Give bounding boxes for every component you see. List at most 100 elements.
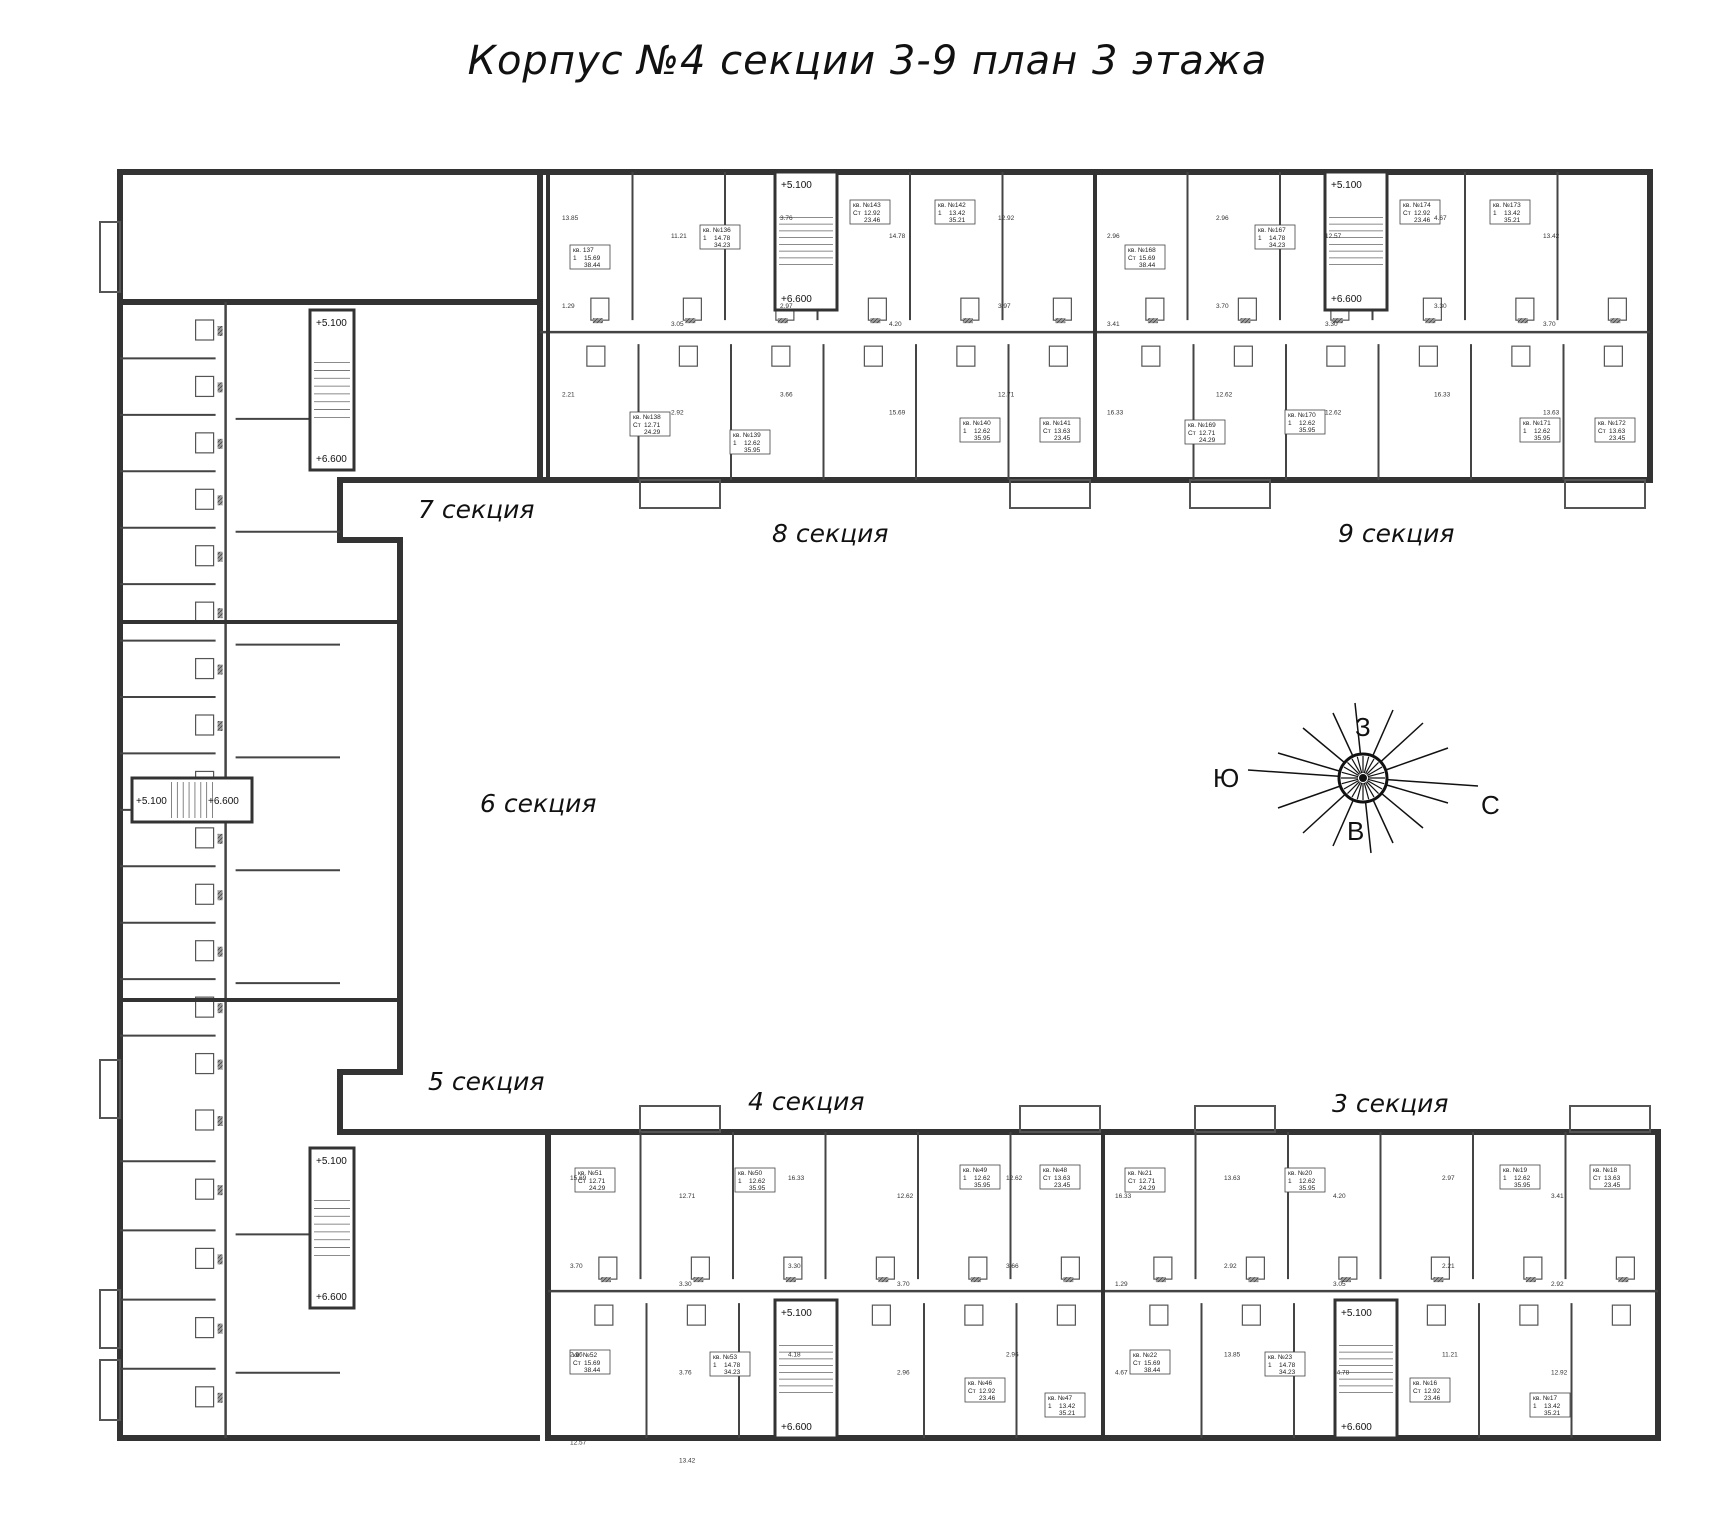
shaft [217,495,223,506]
apartment-living-area: 14.78 [1279,1362,1296,1369]
room-area-label: 3.70 [570,1263,583,1270]
stair-level-label: +5.100 [316,318,347,329]
room-area-label: 3.05 [1333,1281,1346,1288]
apartment-number: кв. №141 [1043,420,1071,427]
apartment-total-area: 35.95 [744,447,761,454]
room-area-label: 12.62 [1325,409,1342,416]
apartment-rooms: Ст [1128,255,1136,262]
apartment-rooms: 1 [1503,1175,1507,1182]
apartment-rooms: 1 [1523,428,1527,435]
apartment-living-area: 13.63 [1054,428,1071,435]
bathroom [195,883,215,905]
apartment-total-area: 34.23 [714,242,731,249]
apartment-rooms: 1 [1288,1178,1292,1185]
shaft [1618,1277,1629,1283]
room-area-label: 13.63 [1224,1175,1241,1182]
room-area-label: 2.92 [1551,1281,1564,1288]
apartment-total-area: 23.46 [864,217,881,224]
interior-walls [120,172,1658,1438]
bathroom [594,1304,614,1326]
apartment-living-area: 12.92 [979,1388,996,1395]
stairwell: +5.100+6.600 [773,1298,839,1440]
apartment-rooms: 1 [1048,1403,1052,1410]
room-area-label: 3.30 [1325,321,1338,328]
room-area-label: 3.70 [897,1281,910,1288]
bathroom [195,319,215,341]
room-area-label: 15.69 [570,1175,587,1182]
apartment-number: кв. №46 [968,1380,992,1387]
apartment-living-area: 12.71 [1199,430,1216,437]
apartment-living-area: 12.71 [644,422,661,429]
apartment-total-area: 35.21 [1544,1410,1561,1417]
stair-level-label: +6.600 [781,294,812,305]
room-area-label: 2.92 [671,409,684,416]
shaft [1155,1277,1166,1283]
apartment-rooms: Ст [578,1178,586,1185]
room-area-label: 11.21 [1442,1351,1458,1358]
shaft [217,1323,223,1334]
bathroom [195,601,215,623]
apartment-living-area: 12.62 [744,440,761,447]
room-area-label: 2.96 [897,1369,910,1376]
room-area-label: 12.92 [1551,1369,1568,1376]
section-label-4: 4 секция [748,1087,864,1116]
apartment-total-area: 24.29 [589,1185,606,1192]
room-area-label: 16.33 [788,1175,805,1182]
stair-level-label: +5.100 [781,1308,812,1319]
compass-rose: З В Ю С [1213,702,1500,854]
bathroom [960,297,980,321]
apartment-total-area: 38.44 [1139,262,1156,269]
apartment-living-area: 13.42 [1544,1403,1561,1410]
bathroom [863,345,883,367]
bathroom [1603,345,1623,367]
apartment-living-area: 15.69 [584,1360,601,1367]
apartment-total-area: 35.95 [1299,427,1316,434]
apartment-total-area: 35.95 [1299,1185,1316,1192]
apartment-total-area: 35.21 [949,217,966,224]
apartment-number: кв. №143 [853,202,881,209]
room-area-label: 2.97 [780,303,793,310]
bathroom [956,345,976,367]
section-label-3: 3 секция [1332,1089,1448,1118]
apartment-rooms: 1 [733,440,737,447]
shaft [693,1277,704,1283]
stairwell: +5.100 +6.600 [1323,170,1389,312]
apartment-total-area: 35.95 [974,1182,991,1189]
shaft [217,1185,223,1196]
apartment-rooms: Ст [853,210,861,217]
apartment-total-area: 35.95 [1514,1182,1531,1189]
bathroom [195,657,215,680]
bathroom [195,1052,215,1075]
apartment-number: кв. №50 [738,1170,762,1177]
wing-inner [337,302,548,1135]
shaft [785,1277,796,1283]
stair-level-label: +5.100 [316,1156,347,1167]
apartment-living-area: 12.92 [1414,210,1431,217]
stair-level-label: +5.100 [1331,180,1362,191]
bathroom [686,1304,706,1326]
shaft [217,382,223,393]
shaft [217,551,223,562]
apartment-number: кв. №138 [633,414,661,421]
bathroom [1515,297,1535,321]
apartment-number: кв. №136 [703,227,731,234]
shaft [1433,1277,1444,1283]
room-area-label: 3.05 [671,321,684,328]
compass-east-label: С [1481,790,1500,820]
shaft [217,1003,223,1014]
stair-level-label: +6.600 [1331,294,1362,305]
stair-level-label: +6.600 [316,1292,347,1303]
bathroom [195,827,215,849]
room-area-label: 2.96 [1216,215,1229,222]
